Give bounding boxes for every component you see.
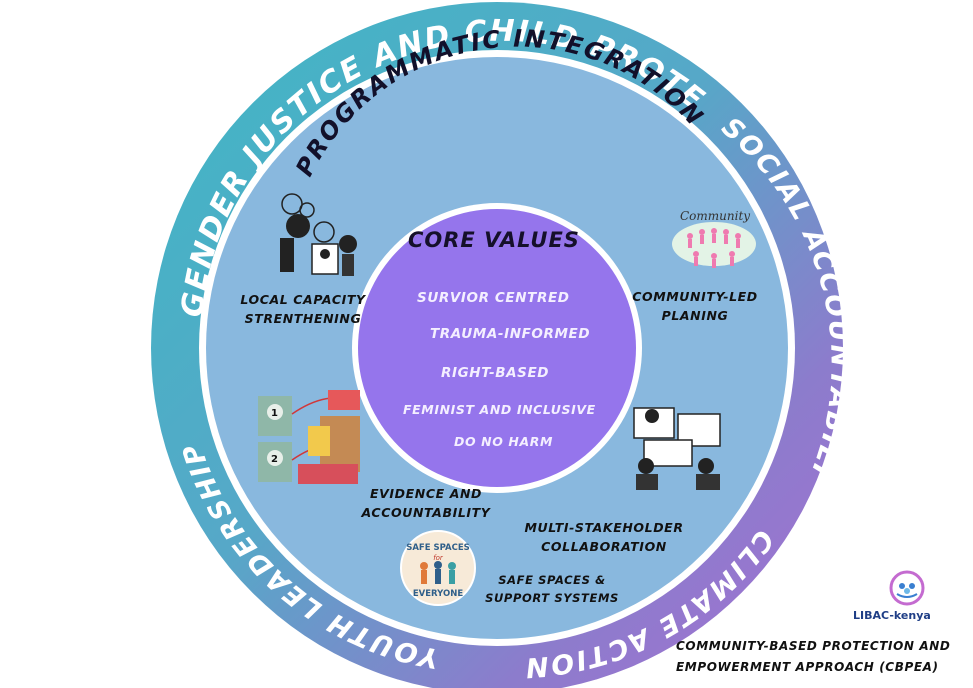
cbpea-caption-line2: EMPOWERMENT APPROACH (CBPEA) — [676, 660, 939, 674]
core-value-do-no-harm: DO NO HARM — [454, 434, 553, 449]
label-local-capacity-line2: STRENTHENING — [244, 311, 362, 327]
label-evidence-accountability: EVIDENCE AND ACCOUNTABILITY — [352, 484, 500, 523]
community-illustration: Community — [672, 209, 756, 268]
libac-logo-icon — [889, 570, 925, 606]
core-value-right-based: RIGHT-BASED — [441, 365, 550, 381]
label-multi-line1: MULTI-STAKEHOLDER — [524, 520, 684, 535]
label-evidence-line2: ACCOUNTABILITY — [361, 505, 491, 521]
label-local-capacity: LOCAL CAPACITY STRENTHENING — [228, 290, 378, 329]
label-multi-stakeholder: MULTI-STAKEHOLDER COLLABORATION — [510, 518, 698, 557]
core-circle — [358, 209, 636, 487]
badge-mid-text: for — [433, 554, 444, 562]
safe-spaces-badge: SAFE SPACES for EVERYONE — [400, 530, 476, 606]
core-values-title: CORE VALUES — [408, 228, 580, 252]
core-value-trauma-informed: TRAUMA-INFORMED — [430, 326, 591, 342]
label-evidence-line1: EVIDENCE AND — [369, 486, 482, 501]
badge-top-text: SAFE SPACES — [406, 543, 470, 553]
core-value-survivor-centred: SURVIOR CENTRED — [417, 290, 570, 306]
core-value-feminist-inclusive: FEMINIST AND INCLUSIVE — [403, 402, 596, 417]
cbpea-caption: COMMUNITY-BASED PROTECTION AND EMPOWERME… — [676, 636, 971, 678]
label-safe-spaces: SAFE SPACES & SUPPORT SYSTEMS — [480, 572, 624, 608]
label-safe-line1: SAFE SPACES & — [498, 573, 606, 587]
badge-bottom-text: EVERYONE — [413, 589, 463, 599]
label-community-led: COMMUNITY-LED PLANING — [630, 287, 760, 326]
label-multi-line2: COLLABORATION — [541, 539, 667, 555]
label-community-led-line1: COMMUNITY-LED — [632, 289, 758, 304]
cbpea-caption-line1: COMMUNITY-BASED PROTECTION AND — [676, 639, 951, 653]
step-2-number: 2 — [271, 454, 278, 465]
local-capacity-illustration — [280, 193, 357, 276]
label-safe-line2: SUPPORT SYSTEMS — [485, 590, 619, 605]
community-word: Community — [680, 209, 750, 223]
libac-logo-text: LIBAC-kenya — [853, 609, 931, 622]
label-community-led-line2: PLANING — [661, 308, 729, 324]
evidence-illustration: 1 2 — [258, 390, 360, 484]
multi-stakeholder-illustration — [633, 407, 721, 490]
label-local-capacity-line1: LOCAL CAPACITY — [240, 292, 366, 307]
step-1-number: 1 — [271, 408, 278, 419]
